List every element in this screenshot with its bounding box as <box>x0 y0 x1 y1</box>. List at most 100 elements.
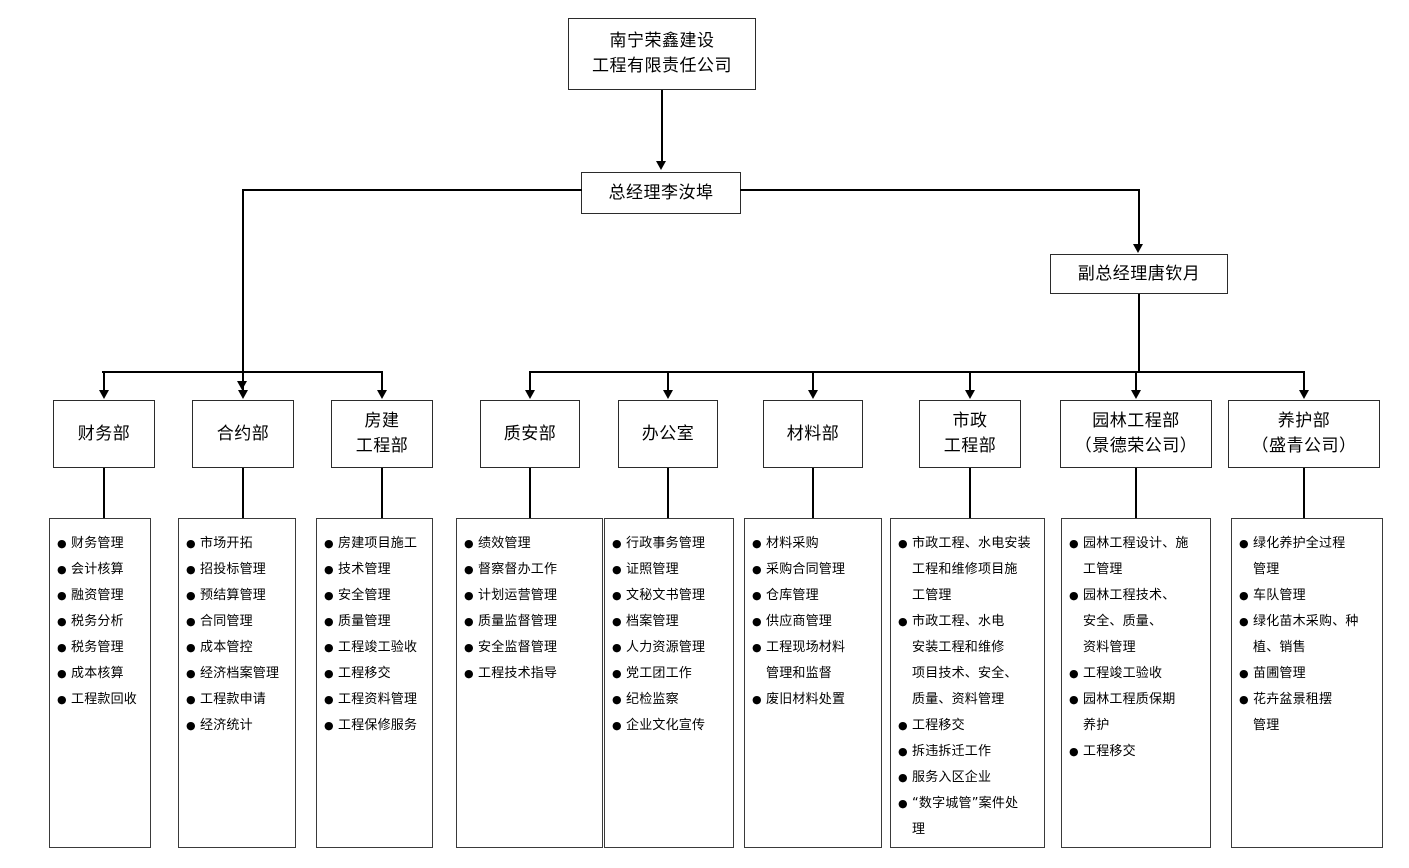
duty-item: ●服务入区企业 <box>898 765 1037 791</box>
arrow-bus-to-department <box>964 390 975 399</box>
connector-bus-to-department <box>103 371 105 391</box>
duty-text: 市政工程、水电 安装工程和维修 项目技术、安全、 质量、资料管理 <box>912 614 1018 707</box>
bullet-icon: ● <box>898 719 908 732</box>
bullet-icon: ● <box>186 667 196 680</box>
duty-text: 园林工程质保期 养护 <box>1083 692 1176 733</box>
department-label: 房建 工程部 <box>355 411 409 456</box>
department-box-7[interactable]: 市政 工程部 <box>919 400 1021 468</box>
department-label: 材料部 <box>786 423 840 444</box>
duty-text: 绿化苗木采购、种 植、销售 <box>1253 614 1359 655</box>
duty-item: ● 苗圃管理 <box>1239 661 1375 687</box>
department-label: 园林工程部 （景德荣公司） <box>1074 411 1198 456</box>
duty-text: 工程竣工验收 <box>1083 666 1163 681</box>
duty-item: ●材料采购 <box>752 531 874 557</box>
bullet-icon: ● <box>186 615 196 628</box>
department-box-5[interactable]: 办公室 <box>618 400 718 468</box>
bullet-icon: ● <box>57 693 67 706</box>
duty-box-2: ●市场开拓●招投标管理●预结算管理●合同管理●成本管控●经济档案管理●工程款申请… <box>178 518 296 848</box>
duty-item: ●企业文化宣传 <box>612 713 726 739</box>
duty-text: 车队管理 <box>1253 588 1306 603</box>
node-general-manager[interactable]: 总经理李汝埠 <box>581 172 741 214</box>
department-box-1[interactable]: 财务部 <box>53 400 155 468</box>
bullet-icon: ● <box>898 615 908 628</box>
department-label: 质安部 <box>503 423 557 444</box>
connector-department-to-duties <box>242 468 245 518</box>
duty-item: ●计划运营管理 <box>464 583 595 609</box>
duty-text: 文秘文书管理 <box>626 588 706 603</box>
duty-list: ●市场开拓●招投标管理●预结算管理●合同管理●成本管控●经济档案管理●工程款申请… <box>186 531 288 739</box>
duty-list: ●房建项目施工●技术管理●安全管理●质量管理●工程竣工验收●工程移交●工程资料管… <box>324 531 425 739</box>
duty-item: ●采购合同管理 <box>752 557 874 583</box>
arrow-gm-to-vgm <box>1133 244 1143 253</box>
bullet-icon: ● <box>898 797 908 810</box>
duty-item: ●经济档案管理 <box>186 661 288 687</box>
connector-department-to-duties <box>1135 468 1138 518</box>
bullet-icon: ● <box>1239 667 1249 680</box>
duty-item: ●工程款回收 <box>57 687 143 713</box>
duty-text: 工程移交 <box>912 718 965 733</box>
bullet-icon: ● <box>612 615 622 628</box>
department-box-9[interactable]: 养护部 （盛青公司） <box>1228 400 1380 468</box>
department-box-6[interactable]: 材料部 <box>763 400 863 468</box>
duty-text: 拆违拆迁工作 <box>912 744 992 759</box>
duty-text: 督察督办工作 <box>478 562 558 577</box>
duty-item: ●技术管理 <box>324 557 425 583</box>
duty-item: ●预结算管理 <box>186 583 288 609</box>
connector-department-to-duties <box>103 468 106 518</box>
department-box-3[interactable]: 房建 工程部 <box>331 400 433 468</box>
bullet-icon: ● <box>752 589 762 602</box>
duty-item: ●党工团工作 <box>612 661 726 687</box>
duty-text: 苗圃管理 <box>1253 666 1306 681</box>
bullet-icon: ● <box>464 667 474 680</box>
connector-gm-to-vgm <box>1138 189 1140 245</box>
bullet-icon: ● <box>898 771 908 784</box>
department-box-2[interactable]: 合约部 <box>192 400 294 468</box>
duty-item: ●质量监督管理 <box>464 609 595 635</box>
connector-company-to-gm <box>661 90 663 162</box>
duty-item: ● 工程竣工验收 <box>324 635 425 661</box>
bullet-icon: ● <box>186 693 196 706</box>
connector-department-to-duties <box>1303 468 1306 518</box>
bus-right-departments <box>529 371 1305 373</box>
duty-text: 档案管理 <box>626 614 679 629</box>
connector-department-to-duties <box>969 468 972 518</box>
duty-text: 工程竣工验收 <box>338 640 418 655</box>
connector-department-to-duties <box>529 468 532 518</box>
node-company[interactable]: 南宁荣鑫建设 工程有限责任公司 <box>568 18 756 90</box>
bullet-icon: ● <box>324 719 334 732</box>
bullet-icon: ● <box>752 693 762 706</box>
department-label: 办公室 <box>641 423 695 444</box>
bullet-icon: ● <box>186 537 196 550</box>
connector-department-to-duties <box>812 468 815 518</box>
bullet-icon: ● <box>57 641 67 654</box>
connector-bus-to-department <box>242 371 244 391</box>
duty-text: 人力资源管理 <box>626 640 706 655</box>
duty-text: 工程款申请 <box>200 692 267 707</box>
node-vice-general-manager[interactable]: 副总经理唐钦月 <box>1050 254 1228 294</box>
duty-text: 融资管理 <box>71 588 124 603</box>
duty-box-8: ●园林工程设计、施 工管理●园林工程技术、 安全、质量、 资料管理●工程竣工验收… <box>1061 518 1211 848</box>
bullet-icon: ● <box>1069 745 1079 758</box>
connector-bus-to-department <box>1135 371 1137 391</box>
duty-item: ●安全监督管理 <box>464 635 595 661</box>
arrow-bus-to-department <box>1298 390 1309 399</box>
bullet-icon: ● <box>612 719 622 732</box>
duty-item: ●市场开拓 <box>186 531 288 557</box>
duty-list: ●行政事务管理●证照管理●文秘文书管理●档案管理●人力资源管理●党工团工作●纪检… <box>612 531 726 739</box>
department-box-4[interactable]: 质安部 <box>480 400 580 468</box>
duty-list: ●绩效管理●督察督办工作●计划运营管理●质量监督管理●安全监督管理●工程技术指导 <box>464 531 595 687</box>
department-box-8[interactable]: 园林工程部 （景德荣公司） <box>1060 400 1212 468</box>
duty-item: ●财务管理 <box>57 531 143 557</box>
duty-box-9: ●绿化养护全过程 管理●车队管理●绿化苗木采购、种 植、销售●苗圃管理●花卉盆景… <box>1231 518 1383 848</box>
bullet-icon: ● <box>324 589 334 602</box>
duty-item: ●绿化苗木采购、种 植、销售 <box>1239 609 1375 661</box>
arrow-bus-to-department <box>524 390 535 399</box>
duty-item: ●税务分析 <box>57 609 143 635</box>
bullet-icon: ● <box>752 563 762 576</box>
duty-item: ● 工程款申请 <box>186 687 288 713</box>
duty-item: ●纪检监察 <box>612 687 726 713</box>
duty-item: ●安全管理 <box>324 583 425 609</box>
bullet-icon: ● <box>324 641 334 654</box>
duty-item: ● 工程移交 <box>898 713 1037 739</box>
